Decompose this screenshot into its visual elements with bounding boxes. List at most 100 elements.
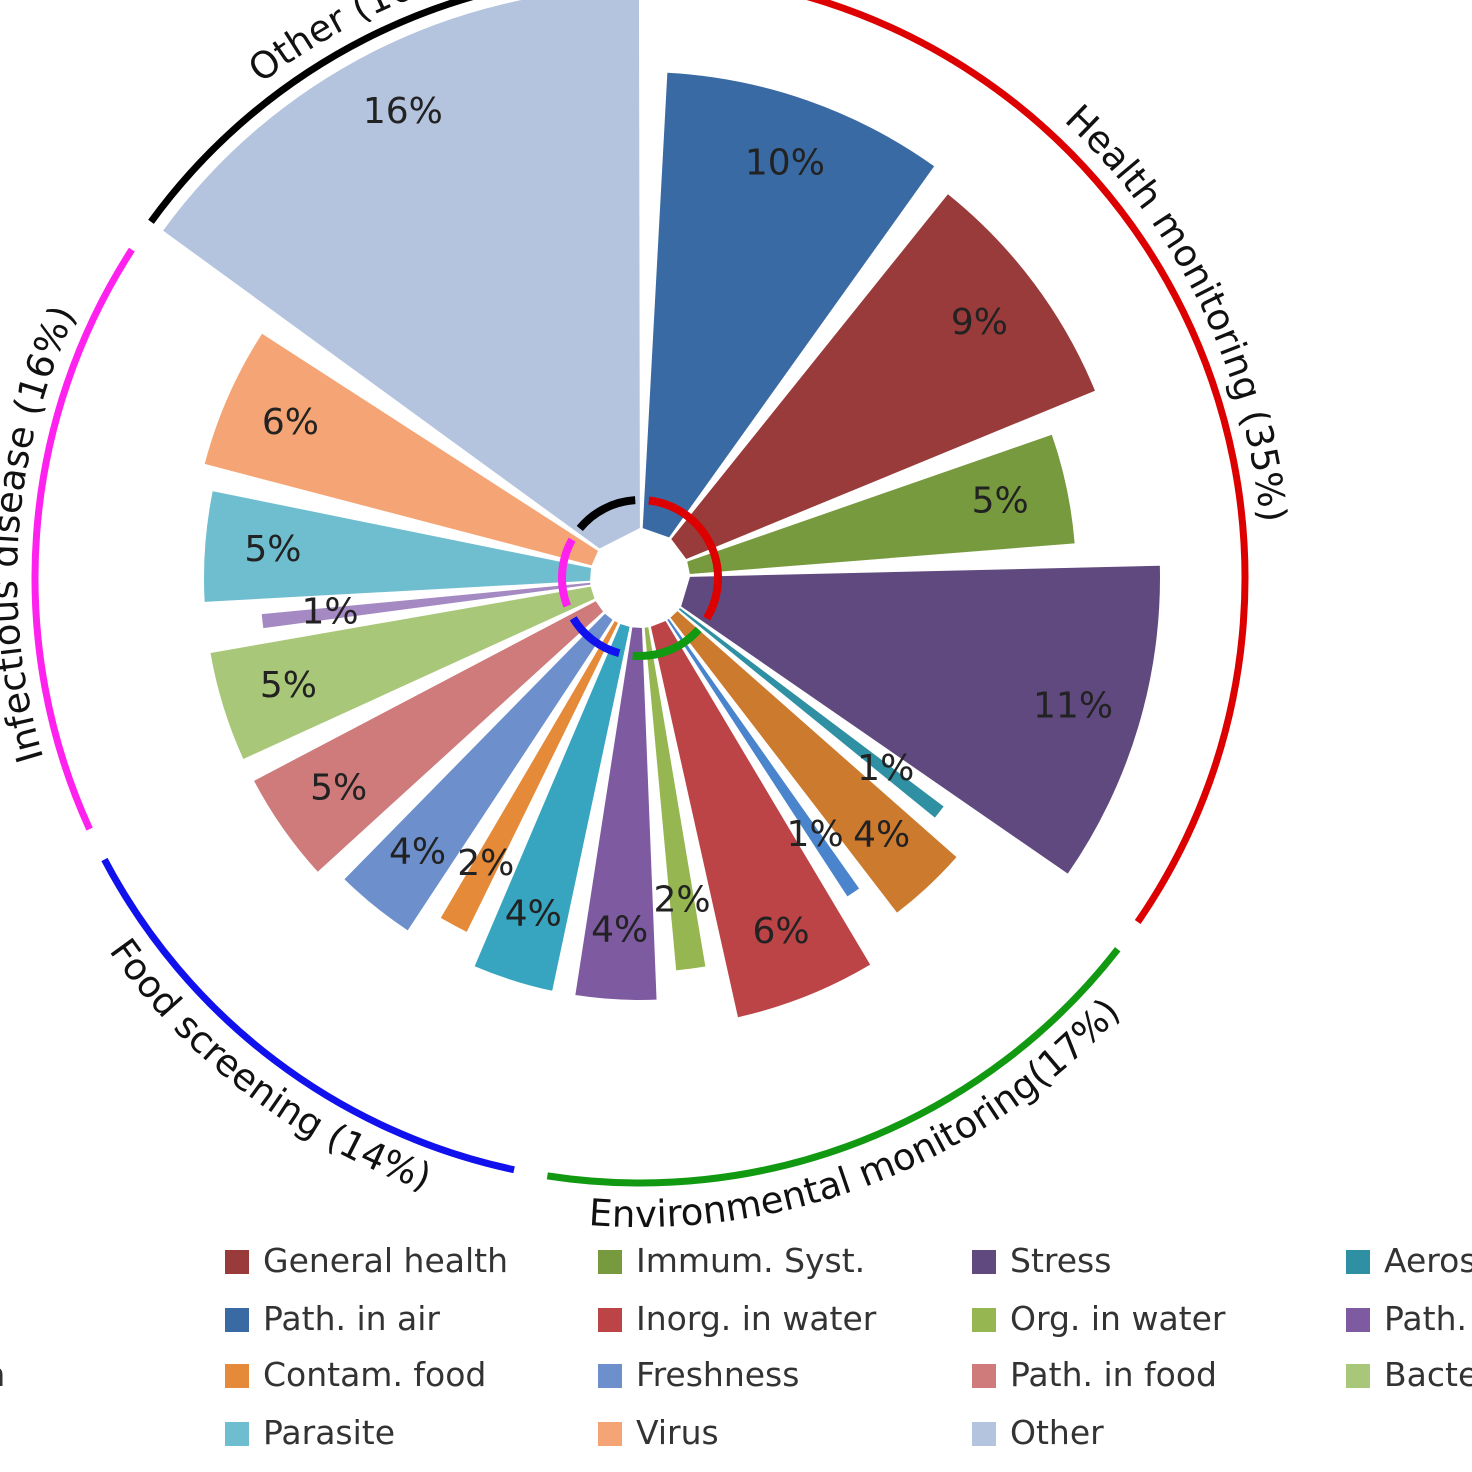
slice-value-label: 4%	[505, 894, 562, 935]
pie-slice	[204, 491, 592, 602]
pie-slice	[650, 620, 871, 1018]
legend-label: Contam. food	[263, 1355, 486, 1394]
slice-value-label: 2%	[457, 843, 514, 884]
legend-swatch	[225, 1364, 249, 1388]
group-inner-arc	[576, 496, 636, 532]
slice-value-label: 5%	[260, 665, 317, 706]
legend-swatch	[598, 1422, 622, 1446]
slice-value-label: 16%	[363, 91, 443, 132]
slice-value-label: 6%	[752, 911, 809, 952]
legend-entry: Freshness	[598, 1355, 799, 1394]
legend-entry: Parasite	[225, 1413, 395, 1452]
pie-slice	[344, 613, 613, 931]
slice-value-label: 1%	[787, 814, 844, 855]
slice-labels-layer: 10%9%5%11%1%4%1%6%2%4%4%2%4%5%5%1%5%6%16…	[244, 91, 1113, 952]
legend-entry: Contam. food	[225, 1355, 486, 1394]
pie-slice	[670, 611, 957, 913]
slice-value-label: 11%	[1033, 685, 1113, 726]
group-outer-arc	[31, 247, 135, 831]
slices-layer	[163, 0, 1161, 1018]
pie-slice	[644, 627, 706, 971]
legend-swatch	[225, 1422, 249, 1446]
legend-label: Bacte	[1384, 1355, 1472, 1394]
slice-value-label: 5%	[244, 529, 301, 570]
legend-entry: Other	[972, 1413, 1104, 1452]
group-label: Food screening (14%)	[101, 931, 437, 1199]
legend-label: Aeros	[1384, 1241, 1472, 1280]
legend-label: Immum. Syst.	[636, 1241, 865, 1280]
legend-swatch	[972, 1308, 996, 1332]
slice-value-label: 10%	[745, 143, 825, 184]
legend-entry: Virus	[598, 1413, 719, 1452]
legend-swatch	[225, 1308, 249, 1332]
pie-slice	[163, 0, 640, 549]
slice-value-label: 5%	[972, 480, 1029, 521]
legend-entry: Path. in food	[972, 1355, 1217, 1394]
legend-label: Path. in air	[263, 1299, 440, 1338]
legend-swatch	[598, 1364, 622, 1388]
slice-value-label: 4%	[591, 909, 648, 950]
legend-entry: Path. in air	[225, 1299, 440, 1338]
slice-value-label: 1%	[301, 591, 358, 632]
legend-entry: Bacte	[1346, 1355, 1472, 1394]
legend-label: Path.	[1384, 1299, 1467, 1338]
legend-label: eration	[0, 1355, 5, 1394]
slice-value-label: 9%	[951, 302, 1008, 343]
outer-group-ring	[31, 0, 1249, 1187]
legend-label: Freshness	[636, 1355, 799, 1394]
legend-swatch	[972, 1250, 996, 1274]
pie-slice	[254, 601, 604, 872]
legend-label: Path. in food	[1010, 1355, 1217, 1394]
legend-entry: General health	[225, 1241, 508, 1280]
group-outer-arc	[101, 857, 515, 1174]
pie-slice	[681, 565, 1161, 874]
legend-swatch	[972, 1364, 996, 1388]
legend-entry: Aeros	[1346, 1241, 1472, 1280]
legend-swatch	[972, 1422, 996, 1446]
legend-entry: eration	[0, 1355, 5, 1394]
legend-entry: Stress	[972, 1241, 1111, 1280]
pie-slice	[687, 434, 1075, 575]
legend-swatch	[1346, 1308, 1370, 1332]
pie-slice	[261, 582, 591, 629]
slice-value-label: 4%	[389, 831, 446, 872]
slice-value-label: 4%	[853, 815, 910, 856]
legend-swatch	[598, 1250, 622, 1274]
legend-entry: Org. in water	[972, 1299, 1226, 1338]
slice-value-label: 5%	[310, 767, 367, 808]
group-inner-arc	[648, 496, 722, 621]
legend-label: Inorg. in water	[636, 1299, 877, 1338]
legend-entry: Inorg. in water	[598, 1299, 877, 1338]
slice-value-label: 1%	[857, 748, 914, 789]
inner-ring	[558, 496, 722, 660]
pie-slice	[210, 586, 595, 759]
legend-entry: Immum. Syst.	[598, 1241, 865, 1280]
pie-slice	[642, 72, 935, 538]
group-outer-arc	[546, 947, 1121, 1187]
legend-swatch	[598, 1308, 622, 1332]
legend-label: Virus	[636, 1413, 719, 1452]
group-outer-arc	[806, 0, 1249, 924]
slice-value-label: 2%	[653, 879, 710, 920]
legend-label: Parasite	[263, 1413, 395, 1452]
group-inner-arc	[558, 537, 576, 608]
pie-slice	[575, 627, 657, 1000]
legend-swatch	[1346, 1364, 1370, 1388]
pie-slice	[671, 194, 1095, 559]
legend-label: Org. in water	[1010, 1299, 1226, 1338]
group-inner-arc	[632, 626, 702, 660]
group-inner-arc	[569, 616, 621, 658]
legend-swatch	[225, 1250, 249, 1274]
legend-entry: Path.	[1346, 1299, 1467, 1338]
pie-slice	[440, 621, 619, 932]
slice-value-label: 6%	[262, 402, 319, 443]
pie-slice	[204, 333, 599, 566]
pie-slice	[667, 618, 860, 897]
pie-slice	[678, 608, 944, 818]
legend-label: Stress	[1010, 1241, 1111, 1280]
legend-label: Other	[1010, 1413, 1104, 1452]
legend-swatch	[1346, 1250, 1370, 1274]
legend-label: General health	[263, 1241, 508, 1280]
